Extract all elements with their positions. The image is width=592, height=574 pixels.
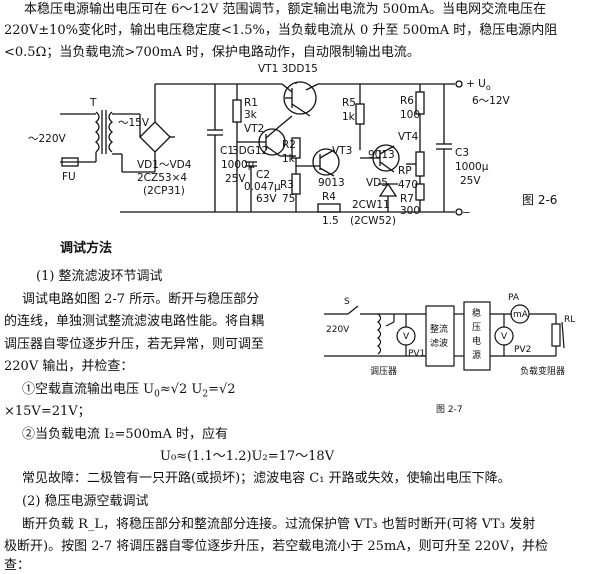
r4-label: R4: [322, 191, 336, 203]
c1-voltage: 25V: [225, 173, 246, 185]
c1-value: 1000μ: [221, 159, 255, 171]
intro-line-3: <0.5Ω；当负载电流>700mA 时，保护电路动作，自动限制输出电流。: [4, 45, 420, 60]
pa-label: PA: [508, 293, 520, 303]
mains-label: 220V: [326, 325, 350, 335]
vt2-model: 3DG12: [232, 145, 268, 157]
vd6-model: (2CW52): [350, 215, 396, 227]
vt3-label: VT3: [332, 145, 352, 157]
step2-line-2: 极断开)。按图 2-7 将调压器自零位逐步升压，若空载电流小于 25mA，则可升…: [4, 539, 548, 554]
autotransformer-label: 调压器: [370, 366, 397, 377]
vd-model-alt: (2CP31): [143, 185, 185, 197]
c3-label: C3: [455, 147, 469, 159]
r2-label: R2: [282, 139, 296, 151]
r5-label: R5: [342, 97, 356, 109]
step2-title: (2) 稳压电源空载调试: [22, 494, 149, 509]
step1-formula: U₀≈(1.1～1.2)U₂=17～18V: [160, 449, 335, 464]
vd-label: VD1～VD4: [137, 159, 192, 171]
vt4-label: VT4: [398, 131, 419, 143]
step1-line-4: 220V 输出，并检查：: [4, 359, 134, 374]
step1-line-3: 调压器自零位逐步升压，若无异常，则可调至: [4, 337, 265, 352]
transistor-9013-label: 9013: [368, 149, 395, 161]
step1-item-2: ②当负载电流 I₂=500mA 时，应有: [22, 427, 229, 442]
minus-terminal: −: [462, 207, 471, 219]
c2-label: C2: [256, 169, 270, 181]
pv2-label: PV2: [514, 345, 531, 355]
figure-2-6-caption: 图 2-6: [522, 193, 557, 207]
vd5-label: VD5: [366, 177, 388, 189]
r1-label: R1: [244, 97, 258, 109]
regulator-box-label-2: 压: [472, 322, 481, 333]
fuse-label: FU: [62, 171, 76, 183]
step1-line-1: 调试电路如图 2-7 所示。断开与稳压部分: [22, 292, 260, 307]
vt2-label: VT2: [244, 123, 264, 135]
output-range: 6～12V: [472, 95, 511, 107]
voltmeter-2-symbol: V: [501, 332, 508, 342]
c2-voltage: 63V: [256, 193, 277, 205]
c3-voltage: 25V: [460, 175, 481, 187]
r5-value: 1k: [342, 111, 356, 123]
uo-label: + Uo: [466, 78, 491, 92]
step2-line-1: 断开负载 R_L，将稳压部分和整流部分连接。过流保护管 VT₃ 也暂时断开(可将…: [22, 517, 536, 532]
figure-2-7-caption: 图 2-7: [436, 404, 463, 415]
c2-value: 0.047μ: [244, 181, 281, 193]
r7-value: 300: [400, 205, 420, 217]
r2-value: 1k: [282, 153, 296, 165]
circuit-diagram-2-6: VT1 3DD15 + Uo 6～12V ～220V T ～15V FU R1 …: [28, 63, 557, 227]
secondary-voltage: ～15V: [118, 117, 150, 129]
step1-fault: 常见故障：二极管有一只开路(或损坏)；滤波电容 C₁ 开路或失效，使输出电压下降…: [22, 471, 511, 486]
step1-item-1-cont: ×15V=21V；: [4, 404, 91, 419]
section-title: 调试方法: [60, 241, 113, 256]
voltmeter-1-symbol: V: [403, 332, 410, 342]
rp-label: RP: [398, 165, 412, 177]
c1-label: C1: [220, 145, 234, 157]
r1-value: 3k: [244, 109, 258, 121]
intro-line-2: 220V±10%变化时，输出电压稳定度<1.5%，当负载电流从 0 升至 500…: [4, 23, 558, 38]
rp-value: 470: [398, 179, 418, 191]
switch-label: S: [344, 297, 350, 307]
step1-title: (1) 整流滤波环节调试: [36, 269, 163, 284]
vt1-label: VT1 3DD15: [258, 63, 318, 75]
step1-item-1: ①空载直流输出电压 U0≈√2 U2=√2: [22, 382, 236, 400]
ac-input-label: ～220V: [28, 133, 67, 145]
intro-line-1: 本稳压电源输出电压可在 6～12V 范围调节，额定输出电流为 500mA。当电网…: [24, 2, 547, 17]
rectifier-box-label-2: 滤波: [430, 337, 448, 349]
regulator-box-label-1: 稳: [472, 307, 481, 319]
r7-label: R7: [400, 193, 414, 205]
pv1-label: PV1: [408, 349, 425, 359]
vd-model: 2CZ53×4: [137, 172, 187, 184]
rl-label: RL: [564, 315, 575, 325]
load-rheostat-label: 负载变阻器: [520, 365, 565, 377]
r3-label: R3: [280, 179, 294, 191]
r6-label: R6: [400, 95, 414, 107]
r6-value: 100: [400, 109, 420, 121]
regulator-box-label-3: 电: [472, 335, 481, 347]
test-circuit-2-7: S 220V 调压器 V PV1 整流 滤波 稳 压 电 源 V PV2 PA …: [324, 293, 575, 415]
c3-value: 1000μ: [455, 161, 489, 173]
step2-line-3: 查：: [4, 558, 31, 573]
vd5-model: 2CW11: [352, 199, 390, 211]
rectifier-box-label-1: 整流: [430, 323, 448, 335]
ammeter-symbol: mA: [513, 310, 529, 320]
transformer-label: T: [89, 97, 97, 109]
r4-value: 1.5: [322, 215, 339, 227]
r3-value: 75: [282, 193, 295, 205]
regulator-box-label-4: 源: [472, 350, 481, 361]
step1-line-2: 的连线，单独测试整流滤波电路性能。将自耦: [4, 314, 265, 329]
vt3-model: 9013: [318, 177, 345, 189]
